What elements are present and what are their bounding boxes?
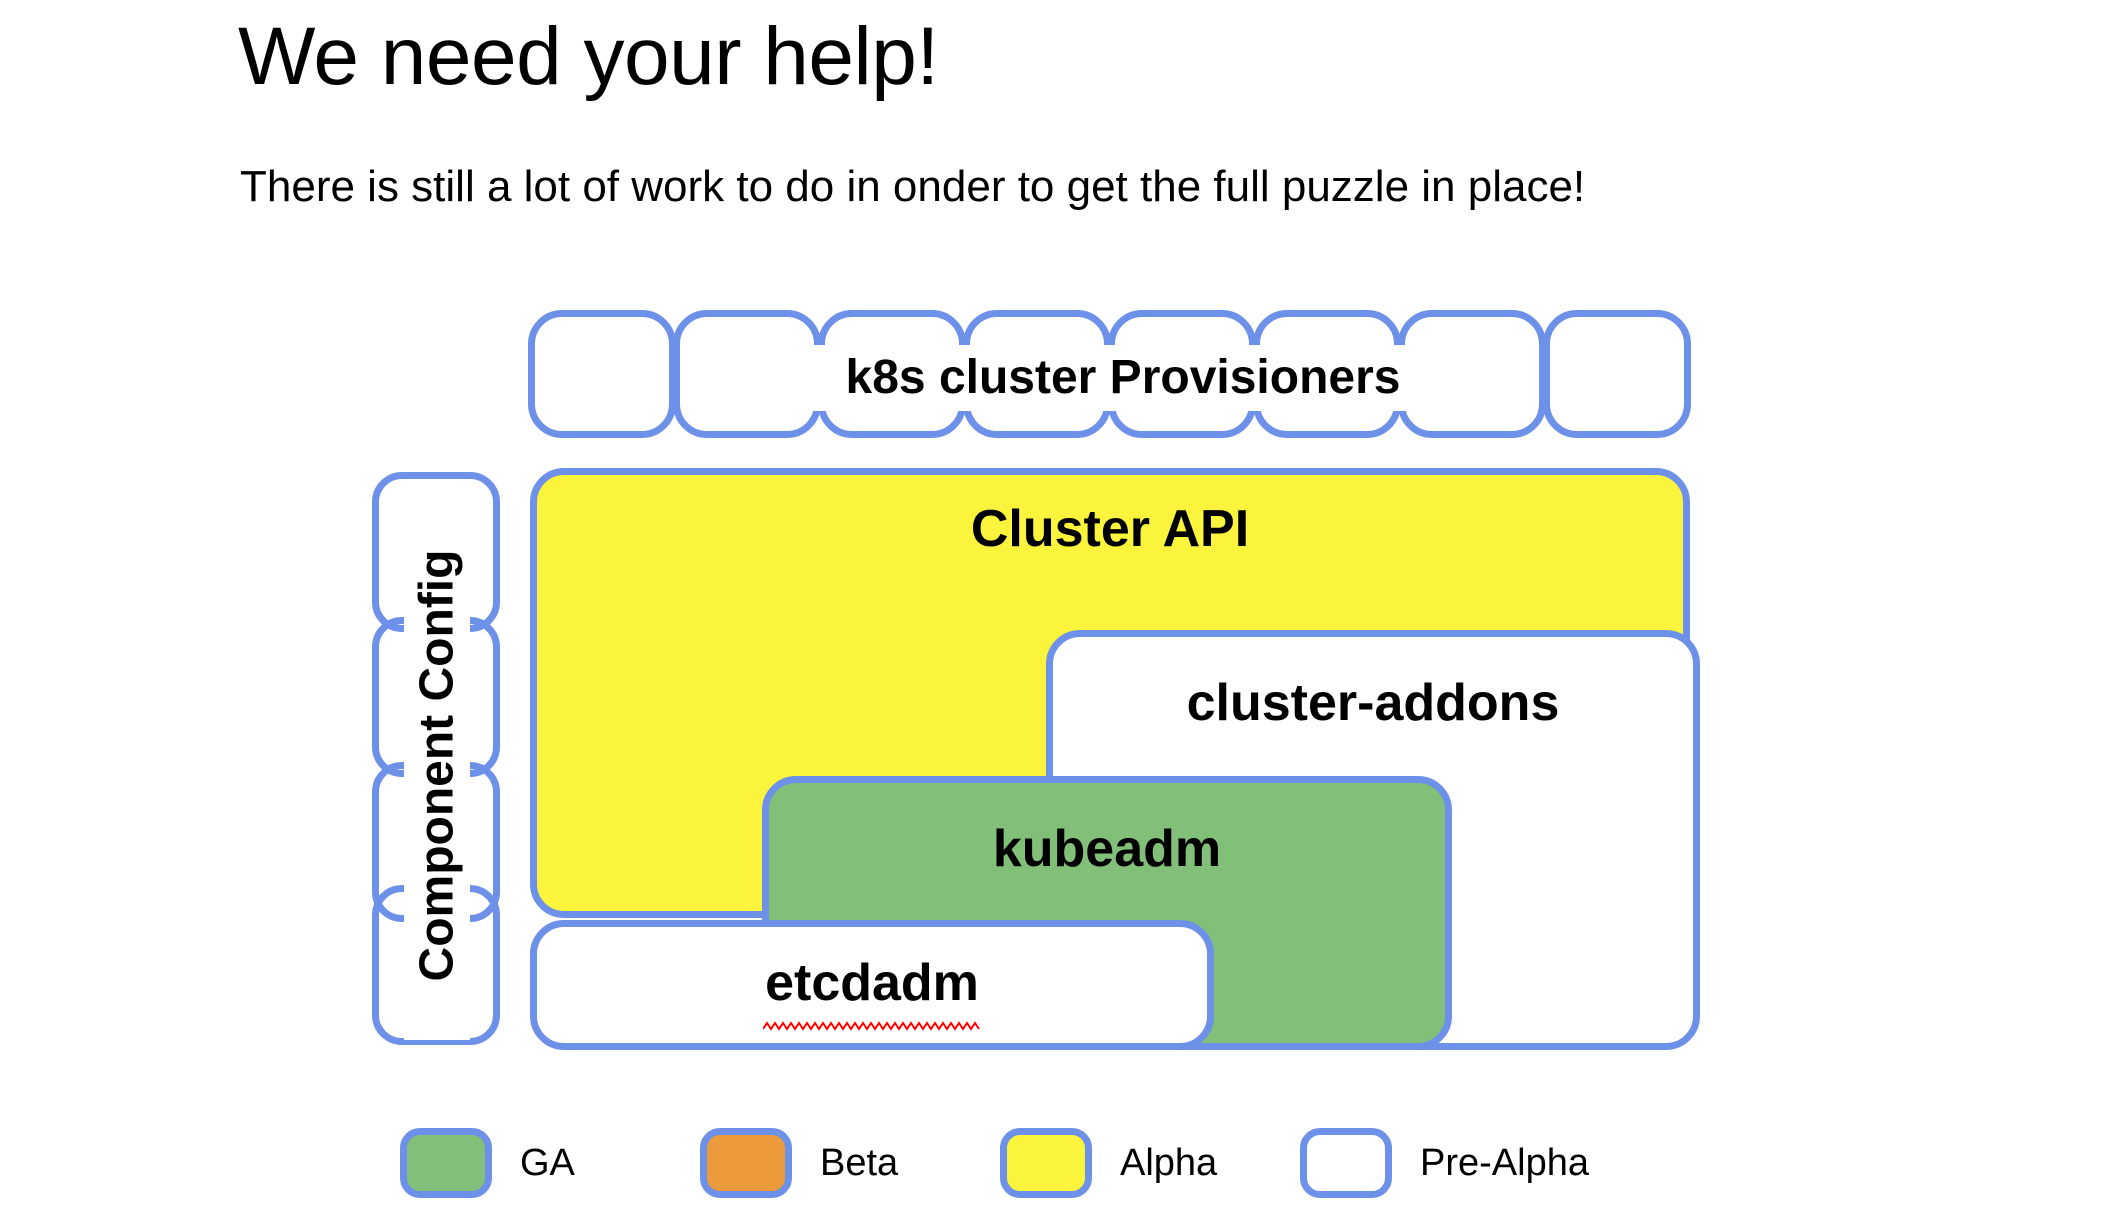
provisioner-box-8[interactable] xyxy=(1543,310,1691,438)
legend-label-pre-alpha: Pre-Alpha xyxy=(1420,1141,1589,1184)
provisioner-title: k8s cluster Provisioners xyxy=(845,351,1401,404)
page-title: We need your help! xyxy=(238,11,939,102)
legend-item-ga: GA xyxy=(400,1128,700,1198)
component-config-label-text: Component Config xyxy=(410,549,464,981)
page-subtitle: There is still a lot of work to do in on… xyxy=(240,162,1586,211)
legend-item-beta: Beta xyxy=(700,1128,1000,1198)
legend-label-ga: GA xyxy=(520,1141,575,1184)
component-config-band xyxy=(404,490,470,1040)
node-etcdadm-label: etcdadm xyxy=(765,954,979,1012)
provisioner-box-1[interactable] xyxy=(528,310,676,438)
legend-item-alpha: Alpha xyxy=(1000,1128,1300,1198)
legend-label-beta: Beta xyxy=(820,1141,899,1184)
node-etcdadm[interactable]: etcdadm xyxy=(530,920,1214,1050)
legend-swatch-beta xyxy=(700,1128,792,1198)
spellcheck-underline-icon xyxy=(763,1021,980,1031)
legend-item-pre-alpha: Pre-Alpha xyxy=(1300,1128,1600,1198)
legend-swatch-alpha xyxy=(1000,1128,1092,1198)
legend-swatch-ga xyxy=(400,1128,492,1198)
node-cluster-api-label: Cluster API xyxy=(970,500,1250,558)
component-config-label: Component Config xyxy=(404,490,470,1040)
legend-label-alpha: Alpha xyxy=(1120,1141,1218,1184)
legend: GA Beta Alpha Pre-Alpha xyxy=(400,1128,1600,1198)
node-kubeadm-label: kubeadm xyxy=(992,820,1222,878)
node-cluster-addons-label: cluster-addons xyxy=(1186,674,1560,732)
provisioner-title-band xyxy=(738,345,1508,411)
legend-swatch-pre-alpha xyxy=(1300,1128,1392,1198)
